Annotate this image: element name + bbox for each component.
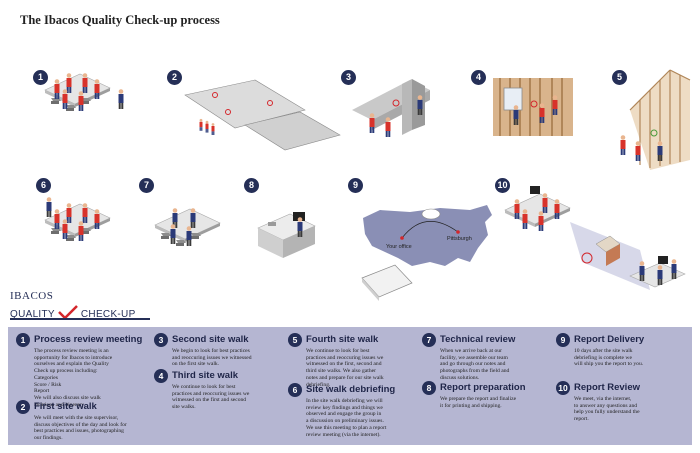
step-number: 5 [288,333,302,347]
illustration-badge-9: 9 [348,178,363,193]
step-body: We continue to look for best practices a… [306,348,384,388]
scene-map-9 [361,205,492,301]
step-number: 9 [556,333,570,347]
step-body: We meet, via the internet, to answer any… [574,396,640,423]
step-heading: Process review meeting [34,334,143,345]
scene-meeting-7 [154,208,221,246]
step-number: 10 [556,381,570,395]
check-icon [57,305,78,320]
map-origin-label: Your office [386,244,412,250]
illustration-badge-3: 3 [341,70,356,85]
step-body: In the site walk debriefing we will revi… [306,398,387,438]
step-heading: Second site walk [172,334,249,345]
scene-slab-2 [184,79,341,151]
page-title: The Ibacos Quality Check-up process [20,13,220,27]
step-number: 8 [422,381,436,395]
map-destination-label: Pittsburgh [447,236,472,242]
step-heading: First site walk [34,401,97,412]
logo-product-left: QUALITY [10,309,55,320]
step-heading: Report Delivery [574,334,645,345]
logo-product-right: CHECK-UP [80,309,136,320]
illustration-badge-4: 4 [471,70,486,85]
step-heading: Report preparation [440,382,526,393]
logo-underline [10,318,150,320]
step-number: 2 [16,400,30,414]
logo-company: IBACOS [10,290,54,302]
step-body: We begin to look for best practices and … [172,348,252,368]
scene-desk-8 [257,212,316,258]
step-number: 7 [422,333,436,347]
illustration-badge-1: 1 [33,70,48,85]
step-heading: Third site walk [172,370,238,381]
step-body: The process review meeting is an opportu… [34,348,113,408]
illustration-badge-10: 10 [495,178,510,193]
illustration-badge-7: 7 [139,178,154,193]
illustration-badge-2: 2 [167,70,182,85]
step-body: We continue to look for best practices a… [172,384,250,411]
step-number: 4 [154,369,168,383]
step-heading: Report Review [574,382,640,393]
illustration-badge-8: 8 [244,178,259,193]
scene-meeting-1 [44,73,124,111]
step-heading: Fourth site walk [306,334,379,345]
step-body: When we arrive back at our facility, we … [440,348,510,381]
scene-framing-5 [620,69,691,170]
steps-panel: 1 Process review meeting The process rev… [8,327,692,445]
process-illustrations [44,69,691,301]
illustration-badge-6: 6 [36,178,51,193]
illustration-badge-5: 5 [612,70,627,85]
step-heading: Site walk debriefing [306,384,396,395]
step-body: We will meet with the site supervisor, d… [34,415,127,442]
scene-web-meeting-10 [504,186,686,290]
scene-interior-4 [493,78,573,136]
step-number: 3 [154,333,168,347]
scene-meeting-6 [44,197,111,241]
scene-wall-3 [352,79,430,137]
step-heading: Technical review [440,334,516,345]
step-body: 10 days after the site walk debriefing i… [574,348,644,368]
step-body: We prepare the report and finalize it fo… [440,396,517,409]
step-number: 6 [288,383,302,397]
step-number: 1 [16,333,30,347]
